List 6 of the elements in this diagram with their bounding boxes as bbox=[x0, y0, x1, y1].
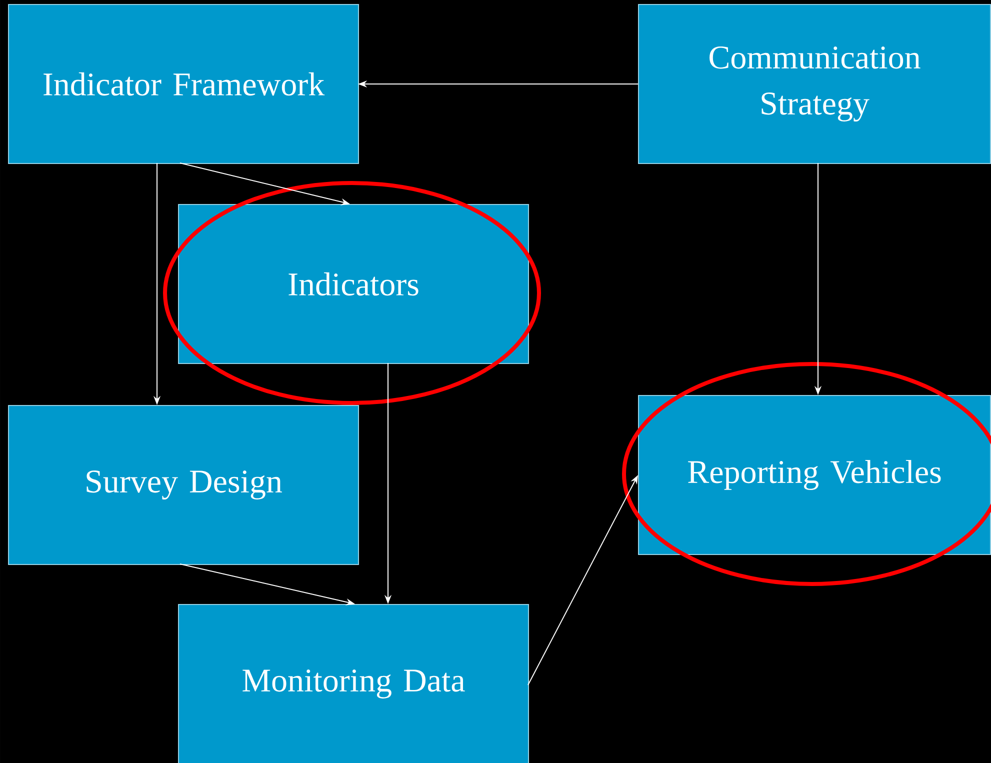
process-box: Monitoring Data bbox=[178, 604, 529, 763]
process-box: Survey Design bbox=[8, 405, 359, 565]
process-box: Reporting Vehicles bbox=[638, 395, 991, 555]
process-box: Indicator Framework bbox=[8, 4, 359, 164]
process-box: Communication Strategy bbox=[638, 4, 991, 164]
process-box: Indicators bbox=[178, 204, 529, 364]
